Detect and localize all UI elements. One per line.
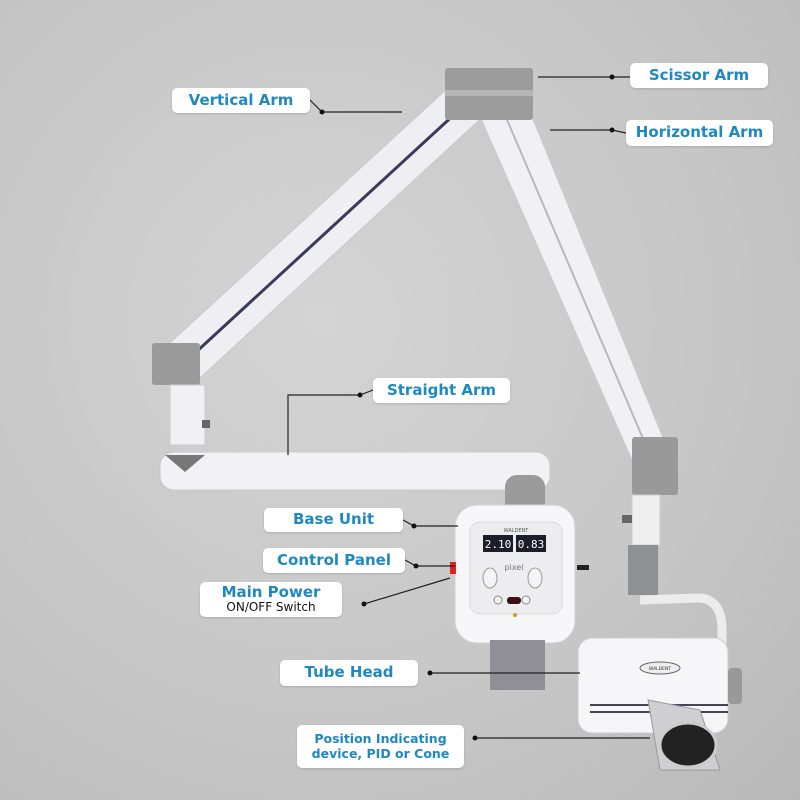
label-scissor-arm: Scissor Arm [630, 63, 768, 88]
label-base-unit: Base Unit [264, 508, 403, 532]
label-text: Main Power [221, 582, 321, 601]
display-right: 0.83 [518, 538, 545, 551]
label-text: Vertical Arm [188, 90, 294, 109]
label-text: Scissor Arm [648, 65, 750, 84]
label-straight-arm: Straight Arm [373, 378, 510, 403]
rvg-button[interactable] [527, 567, 543, 589]
model-text: pixel [505, 563, 524, 572]
brand-text: WALDENT [504, 528, 530, 534]
label-subtext: ON/OFF Switch [226, 600, 316, 615]
label-text: Control Panel [277, 550, 391, 569]
horizontal-arm [477, 111, 669, 461]
xray-button[interactable] [482, 567, 498, 589]
label-vertical-arm: Vertical Arm [172, 88, 310, 113]
label-text: Tube Head [304, 663, 394, 682]
label-horizontal-arm: Horizontal Arm [626, 120, 773, 146]
tube-brand: WALDENT [649, 666, 671, 672]
display-left: 2.10 [485, 538, 512, 551]
label-text: Horizontal Arm [635, 123, 764, 142]
power-switch[interactable] [450, 562, 456, 574]
up-button[interactable] [493, 595, 503, 605]
label-text: Straight Arm [386, 380, 497, 399]
label-text: Base Unit [292, 510, 375, 529]
down-button[interactable] [521, 595, 531, 605]
label-text: Position Indicating [314, 731, 447, 747]
label-tube-head: Tube Head [280, 660, 418, 686]
label-text-2: device, PID or Cone [311, 745, 450, 761]
straight-arm [159, 451, 551, 491]
label-control-panel: Control Panel [263, 548, 405, 573]
